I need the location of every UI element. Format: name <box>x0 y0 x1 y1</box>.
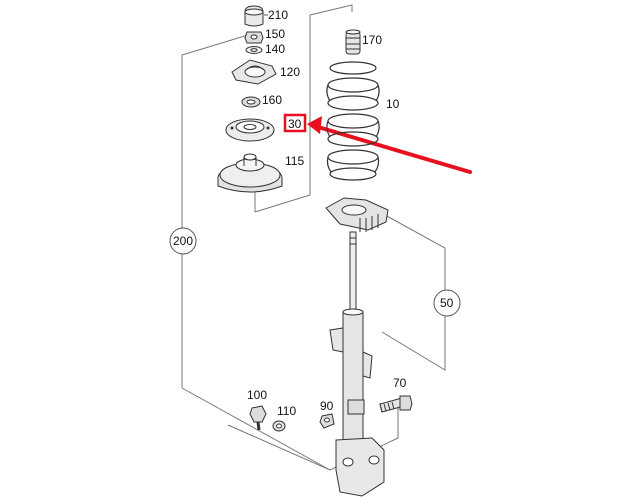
part-170-bump-stop[interactable] <box>345 29 361 55</box>
part-90-nut[interactable] <box>319 413 335 429</box>
label-170: 170 <box>362 33 382 47</box>
label-110: 110 <box>277 404 296 418</box>
label-115: 115 <box>285 154 304 168</box>
part-160-bushing[interactable] <box>241 96 261 108</box>
label-150: 150 <box>265 27 285 41</box>
part-shock-absorber[interactable] <box>329 231 385 497</box>
part-140-washer[interactable] <box>245 46 263 54</box>
part-50-spring-seat[interactable] <box>325 197 389 232</box>
part-10-coil-spring[interactable] <box>326 61 380 181</box>
label-120: 120 <box>280 65 300 79</box>
part-120-plate[interactable] <box>231 59 277 85</box>
label-160: 160 <box>262 93 282 107</box>
part-150-nut[interactable] <box>244 31 264 44</box>
label-200: 200 <box>173 234 193 248</box>
group-label-50[interactable]: 50 <box>433 289 461 317</box>
label-100: 100 <box>247 388 267 402</box>
label-30: 30 <box>288 117 302 131</box>
highlight-part-30[interactable]: 30 <box>283 113 307 133</box>
part-100-screw[interactable] <box>249 405 267 431</box>
part-110-washer[interactable] <box>272 420 286 432</box>
part-70-bolt[interactable] <box>379 395 413 413</box>
label-90: 90 <box>320 399 334 413</box>
label-10: 10 <box>386 97 400 111</box>
label-210: 210 <box>268 8 288 22</box>
label-70: 70 <box>393 376 407 390</box>
part-210-cap[interactable] <box>244 5 268 27</box>
highlight-arrow <box>307 116 472 174</box>
part-115-strut-mount[interactable] <box>217 153 283 193</box>
label-50: 50 <box>440 296 454 310</box>
label-140: 140 <box>265 42 285 56</box>
part-30-bearing[interactable] <box>225 118 275 142</box>
group-label-200[interactable]: 200 <box>169 227 197 255</box>
